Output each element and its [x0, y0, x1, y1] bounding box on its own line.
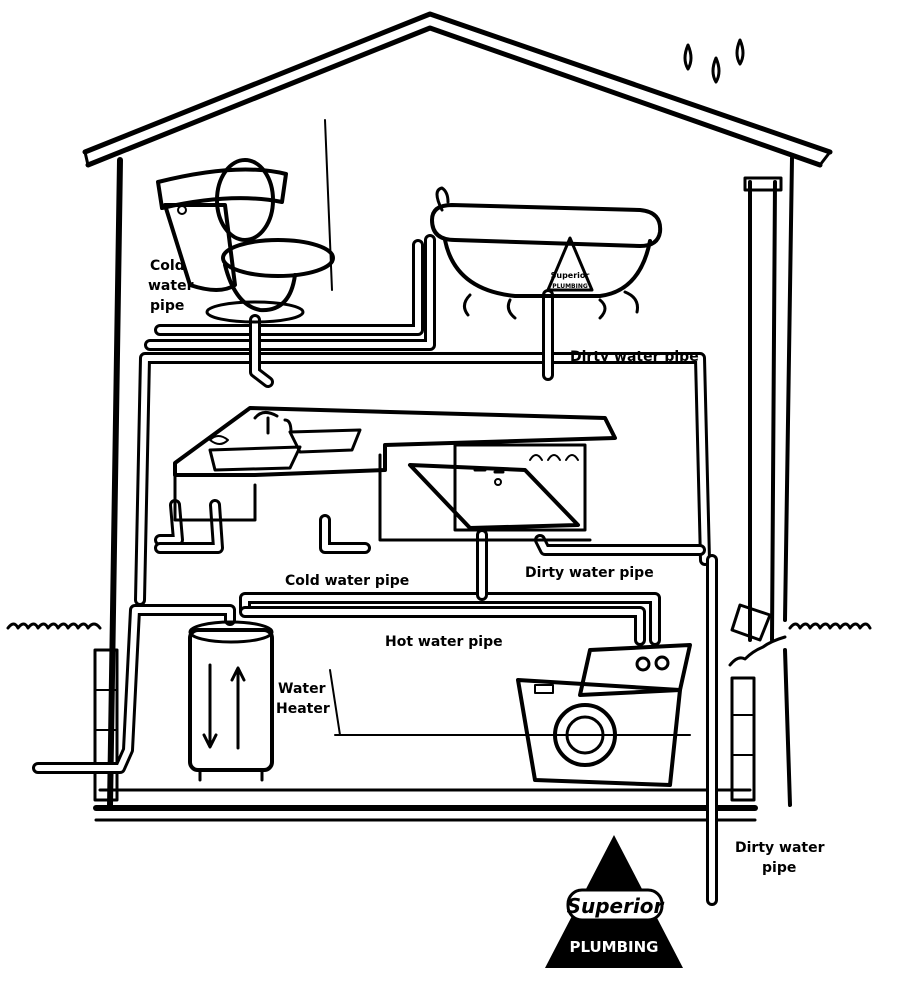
superior-plumbing-logo: Superior PLUMBING: [545, 835, 683, 968]
raindrops: [685, 40, 743, 82]
label-hot-water: Hot water pipe: [385, 634, 503, 650]
label-cold-water-top-3: pipe: [150, 298, 184, 314]
washing-machine: [518, 645, 690, 785]
label-dirty-water-out-2: pipe: [762, 860, 796, 876]
label-cold-water-mid: Cold water pipe: [285, 573, 409, 589]
label-cold-water-top-2: water: [148, 278, 194, 294]
tub-logo-sub: PLUMBING: [552, 283, 588, 290]
tub-logo-brand: Superior: [551, 271, 590, 280]
label-cold-water-top-1: Cold: [150, 258, 185, 274]
kitchen-counter: [175, 408, 615, 540]
logo-sub-text: PLUMBING: [569, 938, 658, 956]
label-dirty-water-out-1: Dirty water: [735, 840, 825, 856]
label-dirty-water-top: Dirty water pipe: [570, 349, 699, 365]
logo-brand-text: Superior: [567, 894, 665, 918]
water-heater: [190, 622, 272, 780]
label-water-heater-1: Water: [278, 681, 326, 697]
house-outline: [85, 14, 830, 820]
label-dirty-water-mid: Dirty water pipe: [525, 565, 654, 581]
label-water-heater-2: Heater: [276, 701, 330, 717]
downspout: [732, 178, 781, 640]
dishwasher: [410, 445, 585, 530]
